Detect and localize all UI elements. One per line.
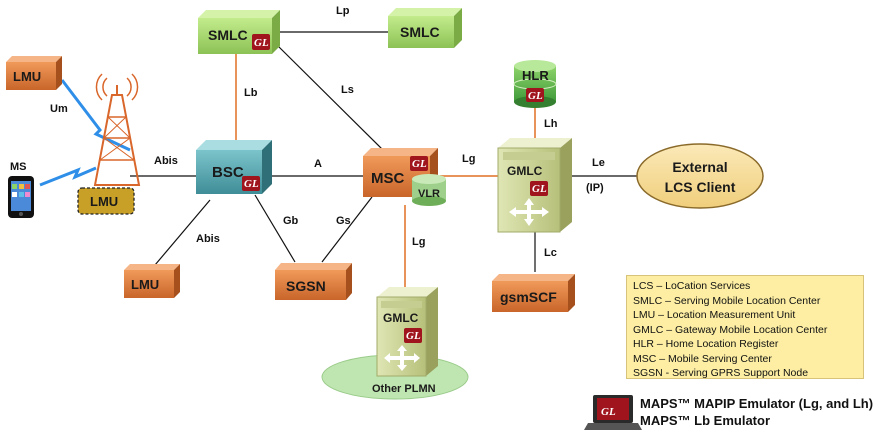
- routing-arrows-icon: [384, 345, 420, 371]
- sgsn-node: SGSN: [275, 263, 352, 300]
- product-mapip: MAPS™ MAPIP Emulator (Lg, and Lh): [640, 396, 874, 411]
- smlc-right-label: SMLC: [400, 24, 440, 40]
- link-ms-radio: [39, 166, 97, 187]
- hlr-node: HLR GL: [513, 60, 557, 108]
- gl-badge-icon: [530, 181, 548, 196]
- label-lc: Lc: [544, 247, 557, 259]
- gsmscf-label: gsmSCF: [500, 289, 557, 305]
- gmlc-main-label: GMLC: [507, 164, 543, 178]
- legend-item: LCS – LoCation Services: [633, 280, 751, 292]
- lmu-bottom-node: LMU: [124, 264, 180, 298]
- bsc-node: BSC GL: [196, 140, 272, 194]
- legend-item: SMLC – Serving Mobile Location Center: [633, 294, 821, 307]
- legend-item: GMLC – Gateway Mobile Location Center: [633, 323, 828, 336]
- lmu-bottom-label: LMU: [131, 277, 159, 292]
- gmlc-main-node: GMLC GL: [497, 138, 572, 233]
- smlc-left-label: SMLC: [208, 27, 248, 43]
- ms-label: MS: [10, 161, 27, 173]
- link-gs: [321, 196, 373, 263]
- link-gb: [254, 194, 296, 263]
- gl-badge-icon: [526, 88, 544, 102]
- routing-arrows-icon: [509, 198, 549, 226]
- gl-badge-icon: [242, 176, 260, 191]
- gl-badge-icon: [410, 156, 428, 171]
- gl-badge-text: GL: [406, 330, 421, 342]
- label-le: Le: [592, 157, 605, 169]
- gl-badge-text: GL: [532, 183, 547, 195]
- smlc-right-node: SMLC: [388, 8, 462, 48]
- legend-box: LCS – LoCation Services SMLC – Serving M…: [626, 275, 864, 379]
- label-lp: Lp: [336, 5, 350, 17]
- links: [39, 31, 645, 287]
- bsc-label: BSC: [212, 164, 244, 181]
- link-ls: [277, 45, 386, 153]
- gl-laptop-logo-icon: GL: [584, 395, 642, 430]
- lmu-top-node: LMU: [6, 56, 62, 90]
- label-ip: (IP): [586, 182, 604, 194]
- label-lg-top: Lg: [462, 153, 475, 165]
- label-gs: Gs: [336, 215, 351, 227]
- product-lb: MAPS™ Lb Emulator: [640, 413, 771, 428]
- external-label-line1: External: [672, 159, 727, 175]
- mobile-station-icon: MS: [8, 161, 34, 218]
- gmlc-other-node: GMLC GL: [376, 287, 438, 377]
- sgsn-label: SGSN: [286, 278, 326, 294]
- gl-badge-text: GL: [254, 37, 269, 49]
- link-um: [60, 79, 131, 152]
- gl-badge-text: GL: [244, 178, 259, 190]
- vlr-label: VLR: [418, 188, 440, 200]
- label-um: Um: [50, 103, 68, 115]
- gl-badge-icon: [252, 34, 270, 50]
- legend-item: LMU – Location Measurement Unit: [633, 309, 796, 321]
- product-list: MAPS™ MAPIP Emulator (Lg, and Lh) MAPS™ …: [640, 395, 873, 429]
- external-label-line2: LCS Client: [665, 179, 736, 195]
- link-abis-bottom: [154, 199, 211, 266]
- legend-item: SGSN - Serving GPRS Support Node: [633, 367, 809, 379]
- lmu-tower-label: LMU: [90, 194, 118, 209]
- label-ls: Ls: [341, 84, 354, 96]
- link-labels: Lp Lb Ls Um Abis A Lg Lh Le (IP) Abis Gb…: [50, 5, 605, 259]
- label-lb: Lb: [244, 87, 258, 99]
- vlr-node: VLR: [412, 174, 446, 206]
- external-lcs-client-node: External LCS Client: [636, 143, 764, 209]
- label-a: A: [314, 158, 322, 170]
- msc-label: MSC: [371, 170, 405, 187]
- hlr-label: HLR: [522, 68, 549, 83]
- label-abis-bottom: Abis: [196, 233, 220, 245]
- smlc-left-node: SMLC GL: [198, 10, 280, 54]
- cell-tower-icon: [93, 73, 141, 186]
- other-plmn-label: Other PLMN: [372, 383, 436, 395]
- gl-badge-text: GL: [528, 90, 543, 102]
- label-lg-bottom: Lg: [412, 236, 425, 248]
- lmu-tower-node: LMU: [77, 187, 135, 215]
- legend-item: HLR – Home Location Register: [633, 338, 779, 350]
- label-abis-top: Abis: [154, 155, 178, 167]
- label-gb: Gb: [283, 215, 299, 227]
- legend-item: MSC – Mobile Serving Center: [633, 352, 772, 365]
- gl-badge-text: GL: [412, 158, 427, 170]
- label-lh: Lh: [544, 118, 558, 130]
- gl-badge-icon: [404, 328, 422, 343]
- lmu-top-label: LMU: [13, 69, 41, 84]
- gl-laptop-text: GL: [601, 406, 616, 418]
- gsmscf-node: gsmSCF: [492, 274, 575, 312]
- gmlc-other-label: GMLC: [383, 311, 419, 325]
